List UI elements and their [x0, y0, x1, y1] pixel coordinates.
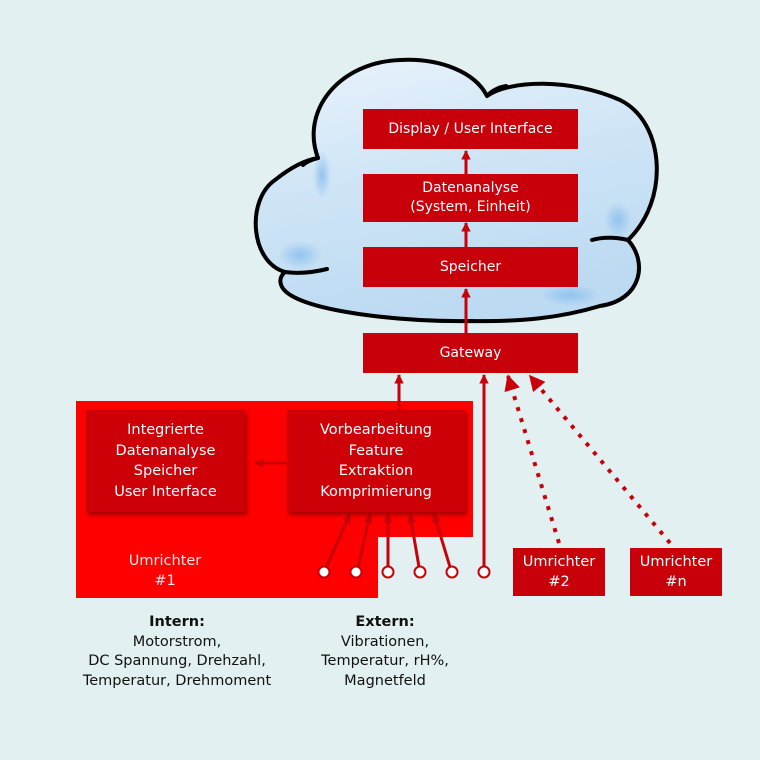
cloud-highlight	[278, 241, 322, 269]
caption-extern: Extern: Vibrationen, Temperatur, rH%, Ma…	[300, 613, 470, 691]
speicher-box-label: Speicher	[439, 258, 502, 275]
datenanalyse-box: Datenanalyse (System, Einheit)	[363, 174, 578, 222]
integrated-analysis-box: Integrierte Datenanalyse Speicher User I…	[86, 410, 245, 512]
sensor-node-internal	[349, 565, 363, 579]
preprocessing-box: Vorbearbeitung Feature Extraktion Kompri…	[287, 410, 465, 512]
datenanalyse-box-line-2: (System, Einheit)	[410, 199, 531, 215]
sensor-node-external	[413, 565, 427, 579]
sensor-node-external	[445, 565, 459, 579]
gateway-box-label: Gateway	[439, 344, 502, 361]
cloud-inner-hook	[590, 235, 630, 242]
sensor-arrow-external-2	[406, 513, 421, 568]
umrichter1-label: Umrichter #1	[105, 551, 225, 591]
integrated-box-line-3: Speicher	[133, 463, 198, 479]
speicher-box: Speicher	[363, 247, 578, 287]
umrichterN-line-1: Umrichter	[639, 554, 713, 570]
umrichterN-line-2: #n	[665, 574, 687, 590]
cloud-inner-hook	[283, 267, 329, 275]
cloud-highlight	[604, 202, 632, 238]
caption-intern-heading: Intern:	[149, 614, 205, 630]
umrichter2-box: Umrichter #2	[513, 548, 605, 596]
caption-extern-line-2: Temperatur, rH%,	[321, 653, 449, 669]
integrated-box-line-2: Datenanalyse	[115, 442, 216, 459]
integrated-box-line-4: User Interface	[114, 483, 217, 500]
umrichter1-label-line-2: #1	[154, 573, 176, 589]
cloud-highlight	[313, 151, 331, 199]
cloud-highlight	[540, 284, 600, 306]
preprocessing-box-line-2: Feature	[348, 442, 404, 459]
sensor-arrow-internal-2	[356, 513, 373, 569]
cloud-inner-hook	[485, 84, 508, 98]
display-box-label: Display / User Interface	[388, 120, 553, 137]
sensor-node-external	[477, 565, 491, 579]
umrichter1-label-line-1: Umrichter	[128, 553, 202, 569]
caption-intern-line-2: DC Spannung, Drehzahl,	[88, 653, 266, 669]
sensor-node-internal	[317, 565, 331, 579]
sensor-node-external	[381, 565, 395, 579]
integrated-box-line-1: Integrierte	[127, 422, 204, 438]
caption-extern-line-1: Vibrationen,	[340, 633, 430, 650]
sensor-nodes	[317, 565, 491, 579]
umrichterN-box: Umrichter #n	[630, 548, 722, 596]
caption-extern-line-3: Magnetfeld	[344, 672, 426, 689]
gateway-box: Gateway	[363, 333, 578, 373]
caption-extern-heading: Extern:	[355, 614, 415, 630]
umrichter2-line-2: #2	[548, 574, 570, 590]
dotted-arrow-umrichterN-to-gateway	[528, 374, 672, 545]
caption-intern-line-3: Temperatur, Drehmoment	[82, 672, 272, 689]
display-user-interface-box: Display / User Interface	[363, 109, 578, 149]
sensor-arrow-external-3	[431, 513, 452, 568]
preprocessing-box-line-3: Extraktion	[338, 463, 414, 479]
caption-intern-line-1: Motorstrom,	[132, 633, 222, 650]
caption-intern: Intern: Motorstrom, DC Spannung, Drehzah…	[62, 613, 292, 691]
sensor-arrow-internal-1	[324, 513, 352, 569]
umrichter2-line-1: Umrichter	[522, 554, 596, 570]
preprocessing-box-line-1: Vorbearbeitung	[319, 422, 433, 438]
sensor-arrows	[324, 374, 489, 569]
datenanalyse-box-line-1: Datenanalyse	[422, 180, 519, 196]
preprocessing-box-line-4: Komprimierung	[320, 483, 432, 500]
cloud-inner-hook	[301, 156, 320, 167]
